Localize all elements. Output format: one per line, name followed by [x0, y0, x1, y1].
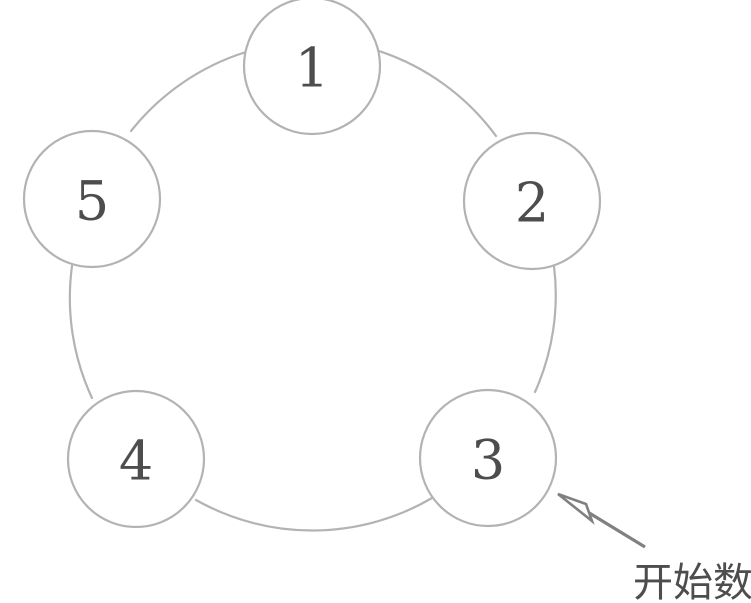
node-4[interactable]: 4 — [66, 389, 206, 529]
node-1-label: 1 — [295, 37, 329, 100]
node-5[interactable]: 5 — [22, 129, 162, 269]
node-3-label: 3 — [471, 429, 505, 492]
edge-node3-node4 — [194, 496, 434, 532]
node-3[interactable]: 3 — [418, 388, 558, 528]
start-label: 开始数 — [633, 560, 751, 603]
node-4-circle[interactable] — [66, 389, 206, 529]
edge-node4-node5 — [68, 264, 94, 400]
start-pointer-annotation: 开始数 — [557, 492, 751, 603]
edge-node1-node2 — [377, 49, 498, 138]
pointer-arrow-shaft — [585, 509, 646, 549]
edge-group — [68, 49, 557, 532]
node-4-label: 4 — [119, 430, 153, 493]
node-2-circle[interactable] — [462, 131, 602, 271]
node-1-circle[interactable] — [242, 0, 382, 136]
edge-node5-node1 — [129, 50, 248, 133]
node-1[interactable]: 1 — [242, 0, 382, 136]
node-2[interactable]: 2 — [462, 131, 602, 271]
pointer-arrow-head — [557, 492, 595, 525]
node-group: 1 2 3 4 5 — [22, 0, 602, 529]
node-3-circle[interactable] — [418, 388, 558, 528]
edge-node2-node3 — [533, 264, 557, 394]
node-2-label: 2 — [515, 172, 549, 235]
node-5-label: 5 — [75, 170, 109, 233]
node-5-circle[interactable] — [22, 129, 162, 269]
